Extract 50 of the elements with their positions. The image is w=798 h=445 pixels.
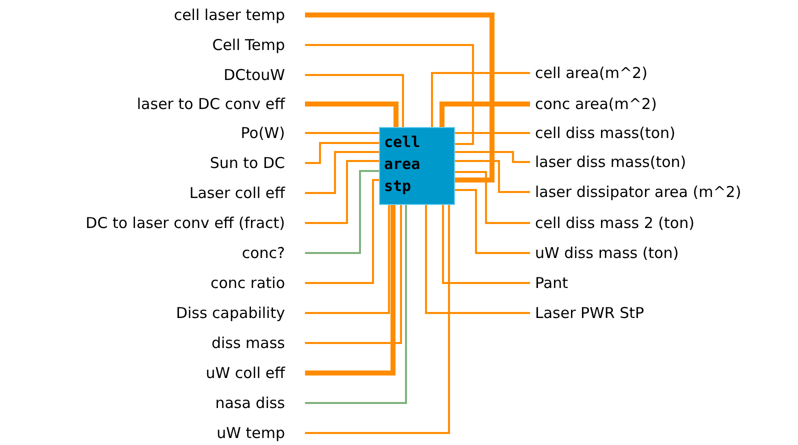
wire <box>305 205 402 344</box>
wire <box>305 160 379 224</box>
output-terminal-label: Laser PWR StP <box>530 303 644 323</box>
input-terminal-label: conc? <box>242 243 305 263</box>
wire <box>305 205 450 434</box>
input-terminal-label: uW temp <box>216 423 305 443</box>
wire <box>425 205 530 314</box>
wire <box>455 132 530 134</box>
wire <box>305 132 379 134</box>
wire <box>455 189 530 254</box>
wire <box>442 205 530 284</box>
wire <box>305 151 379 194</box>
wire <box>431 72 530 127</box>
input-terminal-label: DC to laser conv eff (fract) <box>86 213 305 233</box>
output-terminal-label: cell area(m^2) <box>530 63 648 83</box>
wire <box>305 205 396 376</box>
output-terminal-label: laser dissipator area (m^2) <box>530 182 742 202</box>
wire <box>305 205 407 404</box>
output-terminal-label: cell diss mass 2 (ton) <box>530 213 694 233</box>
output-terminal-label: uW diss mass (ton) <box>530 243 679 263</box>
subvi-icon-block <box>379 127 455 205</box>
wire <box>305 102 398 127</box>
input-terminal-label: nasa diss <box>215 393 305 413</box>
output-terminal-label: conc area(m^2) <box>530 94 657 114</box>
wire <box>455 160 530 193</box>
input-terminal-label: DCtouW <box>224 65 305 85</box>
wire <box>305 12 494 182</box>
wire <box>455 171 530 224</box>
input-terminal-label: laser to DC conv eff <box>136 94 305 114</box>
block-label: cell area stp <box>384 132 422 197</box>
input-terminal-label: diss mass <box>211 333 305 353</box>
output-terminal-label: cell diss mass(ton) <box>530 123 676 143</box>
wire <box>455 151 530 163</box>
input-terminal-label: conc ratio <box>210 273 305 293</box>
wire <box>440 102 530 127</box>
wire <box>305 142 379 164</box>
output-terminal-label: laser diss mass(ton) <box>530 152 686 172</box>
wire <box>305 44 474 145</box>
wire <box>305 170 379 254</box>
wire <box>305 205 390 314</box>
input-terminal-label: Sun to DC <box>210 153 305 173</box>
input-terminal-label: Po(W) <box>240 123 305 143</box>
input-terminal-label: uW coll eff <box>206 363 305 383</box>
output-terminal-label: Pant <box>530 273 568 293</box>
wire <box>305 74 404 127</box>
wire <box>305 179 379 284</box>
input-terminal-label: Cell Temp <box>212 35 305 55</box>
input-terminal-label: Diss capability <box>176 303 305 323</box>
input-terminal-label: Laser coll eff <box>189 183 305 203</box>
input-terminal-label: cell laser temp <box>174 5 305 25</box>
